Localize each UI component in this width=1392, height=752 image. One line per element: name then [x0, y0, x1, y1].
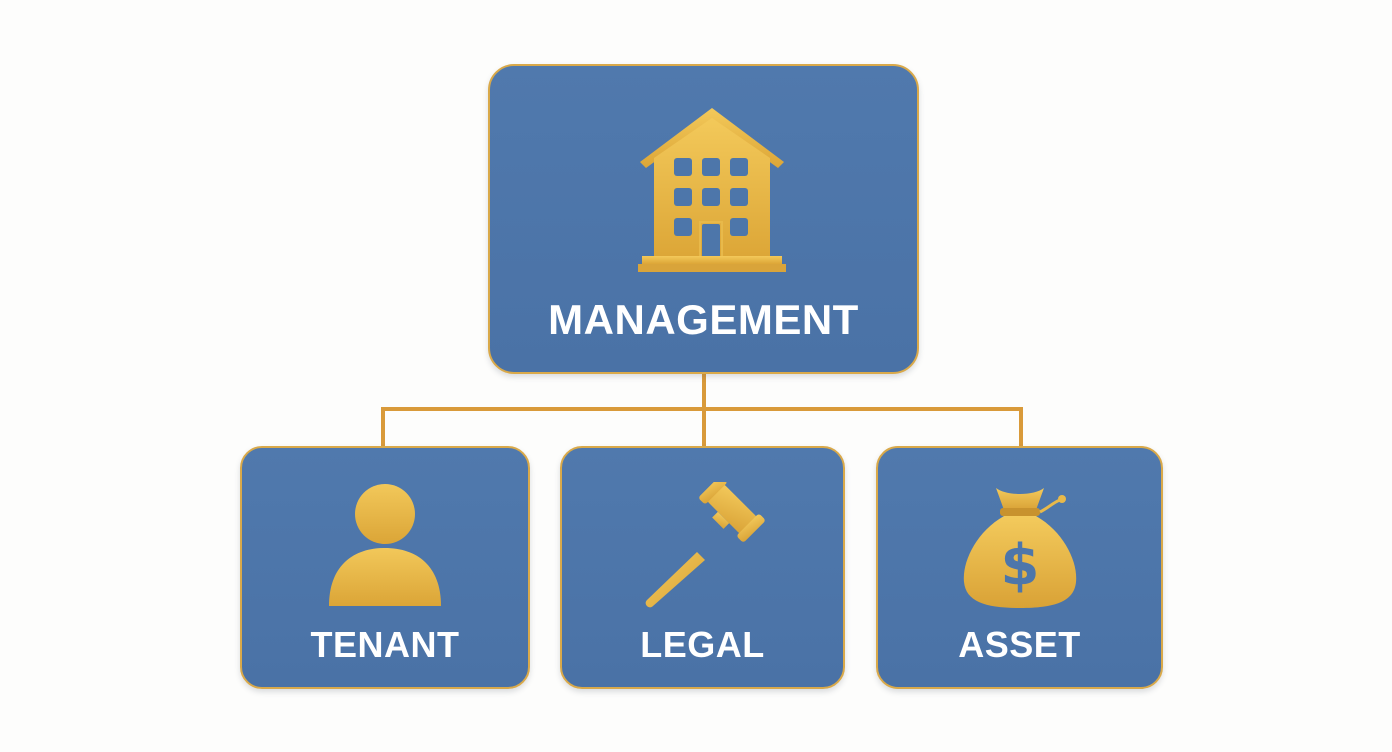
management-label: MANAGEMENT: [548, 296, 859, 343]
dollar-sign: $: [1000, 533, 1039, 598]
asset-label: ASSET: [958, 624, 1081, 665]
legal-node[interactable]: LEGAL: [560, 446, 845, 689]
money-bag-icon: $: [963, 488, 1076, 608]
gavel-icon: [645, 482, 765, 608]
management-node[interactable]: MANAGEMENT: [488, 64, 919, 374]
person-icon: [329, 484, 441, 606]
tenant-label: TENANT: [310, 624, 460, 665]
asset-node[interactable]: $ ASSET: [876, 446, 1163, 689]
building-icon: [638, 108, 786, 272]
legal-label: LEGAL: [640, 624, 765, 665]
tenant-node[interactable]: TENANT: [240, 446, 530, 689]
